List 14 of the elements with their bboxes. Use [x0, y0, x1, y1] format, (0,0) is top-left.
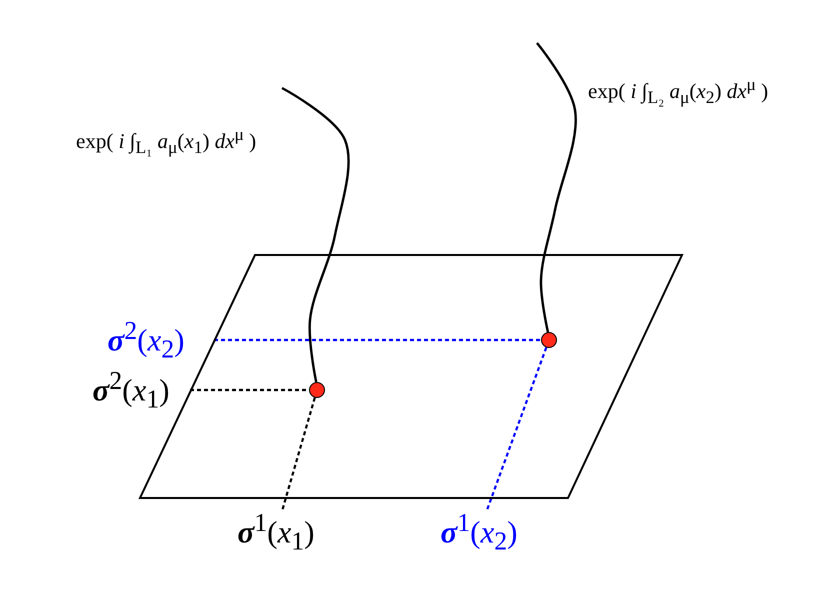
- axis-label: σ$^{2}$(x$_{2}$): [78, 318, 214, 362]
- projection-line: [190, 388, 309, 392]
- point-marker: [541, 332, 557, 348]
- point-marker: [309, 382, 325, 398]
- path-line: [536, 42, 577, 332]
- projection-line: [214, 338, 541, 342]
- projection-line: [281, 397, 316, 510]
- projection-line: [486, 347, 548, 510]
- axis-label: σ$^{1}$(x$_{1}$): [220, 510, 332, 554]
- formula: exp( i ∫$_{L₁}$ a$_{μ}$(x$_{1}$) dx$^{μ}$ ): [76, 126, 256, 157]
- path-line: [281, 86, 350, 382]
- axis-label: σ$^{1}$(x$_{2}$): [424, 510, 534, 554]
- formula: exp( i ∫$_{L₂}$ a$_{μ}$(x$_{2}$) dx$^{μ}$ ): [588, 76, 768, 107]
- axis-label: σ$^{2}$(x$_{1}$): [72, 368, 190, 412]
